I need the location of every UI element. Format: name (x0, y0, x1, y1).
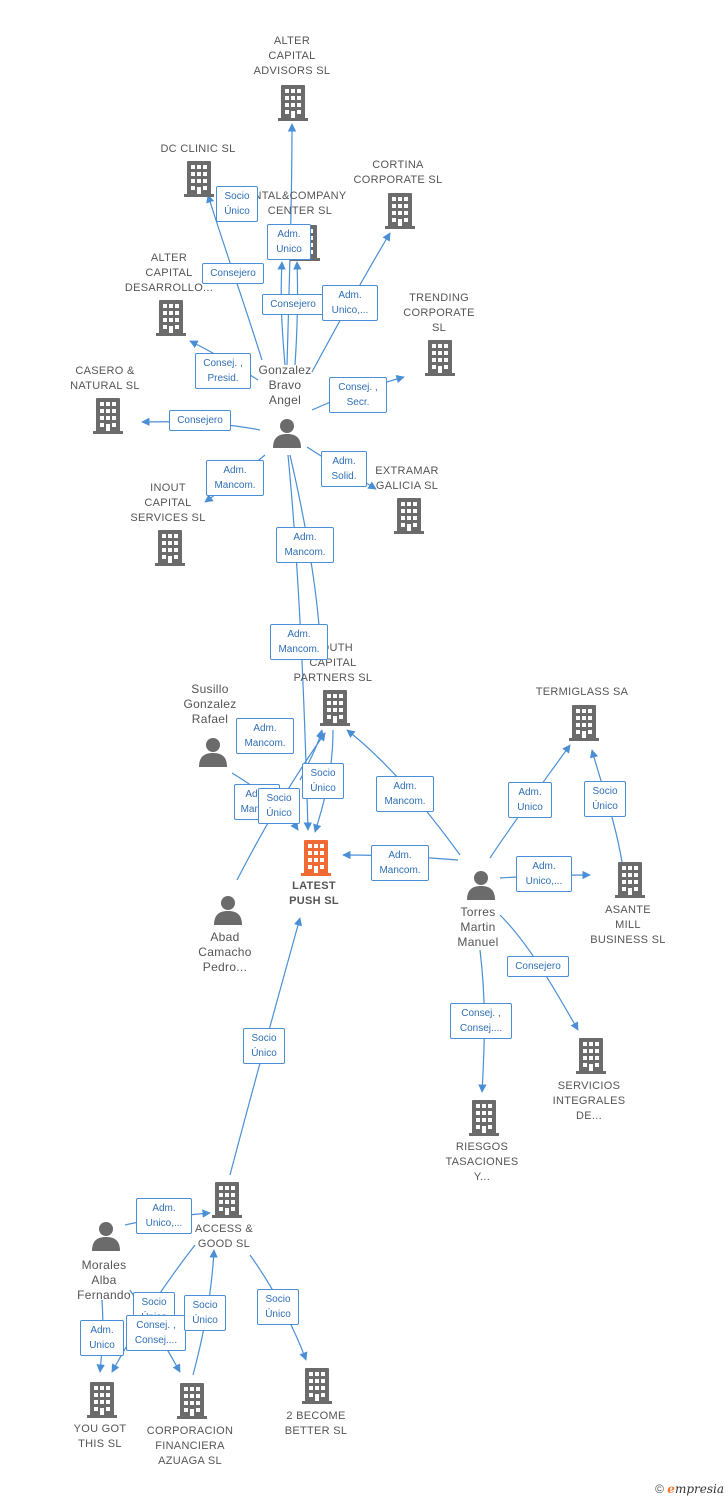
building-icon[interactable] (212, 1182, 242, 1218)
building-icon[interactable] (615, 862, 645, 898)
building-icon[interactable] (177, 1383, 207, 1419)
building-icon[interactable] (425, 340, 455, 376)
relation-label[interactable]: Consej. ,Consej.... (126, 1315, 186, 1351)
relation-label[interactable]: Adm.Mancom. (236, 718, 294, 754)
building-icon[interactable] (385, 193, 415, 229)
relation-label[interactable]: Adm.Unico,... (136, 1198, 192, 1234)
building-icon[interactable] (93, 398, 123, 434)
building-icon[interactable] (302, 1368, 332, 1404)
node-label-dc-clinic[interactable]: DC CLINIC SL (160, 143, 236, 155)
building-icon[interactable] (469, 1100, 499, 1136)
node-label-casero-natural[interactable]: CASERO &NATURAL SL (70, 365, 140, 392)
person-icon[interactable] (467, 871, 495, 900)
building-icon[interactable] (184, 161, 214, 197)
relation-label[interactable]: Consejero (507, 956, 569, 977)
building-icon[interactable] (155, 530, 185, 566)
relation-label[interactable]: Consejero (202, 263, 264, 284)
person-icon[interactable] (273, 419, 301, 448)
relation-label[interactable]: Adm.Unico,... (516, 856, 572, 892)
node-label-access-good[interactable]: ACCESS &GOOD SL (194, 1223, 254, 1250)
copyright-watermark: © empresia (655, 1482, 724, 1496)
person-icon[interactable] (214, 896, 242, 925)
relation-label[interactable]: Adm.Mancom. (270, 624, 328, 660)
relation-label[interactable]: Adm.Mancom. (376, 776, 434, 812)
relation-label[interactable]: Consejero (169, 410, 231, 431)
relation-label[interactable]: Consej. ,Consej.... (450, 1003, 512, 1039)
relation-label[interactable]: Adm.Unico (267, 224, 311, 260)
building-icon[interactable] (569, 705, 599, 741)
building-icon[interactable] (394, 498, 424, 534)
building-icon[interactable] (320, 690, 350, 726)
relation-label[interactable]: Adm.Unico,... (322, 285, 378, 321)
node-label-termiglass[interactable]: TERMIGLASS SA (535, 686, 629, 698)
relation-label[interactable]: Adm.Mancom. (371, 845, 429, 881)
relation-label[interactable]: Adm.Mancom. (276, 527, 334, 563)
person-icon[interactable] (199, 738, 227, 767)
building-icon[interactable] (301, 840, 331, 876)
relation-label[interactable]: Adm.Solid. (321, 451, 367, 487)
building-icon[interactable] (278, 85, 308, 121)
relation-label[interactable]: Consej. ,Secr. (329, 377, 387, 413)
relation-label[interactable]: Consejero (262, 294, 324, 315)
relation-label[interactable]: Adm.Unico (508, 782, 552, 818)
relation-label[interactable]: Consej. ,Presid. (195, 353, 251, 389)
relation-label[interactable]: Adm.Mancom. (206, 460, 264, 496)
copyright-symbol: © (655, 1482, 664, 1496)
building-icon[interactable] (576, 1038, 606, 1074)
person-icon[interactable] (92, 1222, 120, 1251)
building-icon[interactable] (87, 1382, 117, 1418)
relation-label[interactable]: Adm.Unico (80, 1320, 124, 1356)
brand-logo: empresia (667, 1482, 724, 1496)
building-icon[interactable] (156, 300, 186, 336)
